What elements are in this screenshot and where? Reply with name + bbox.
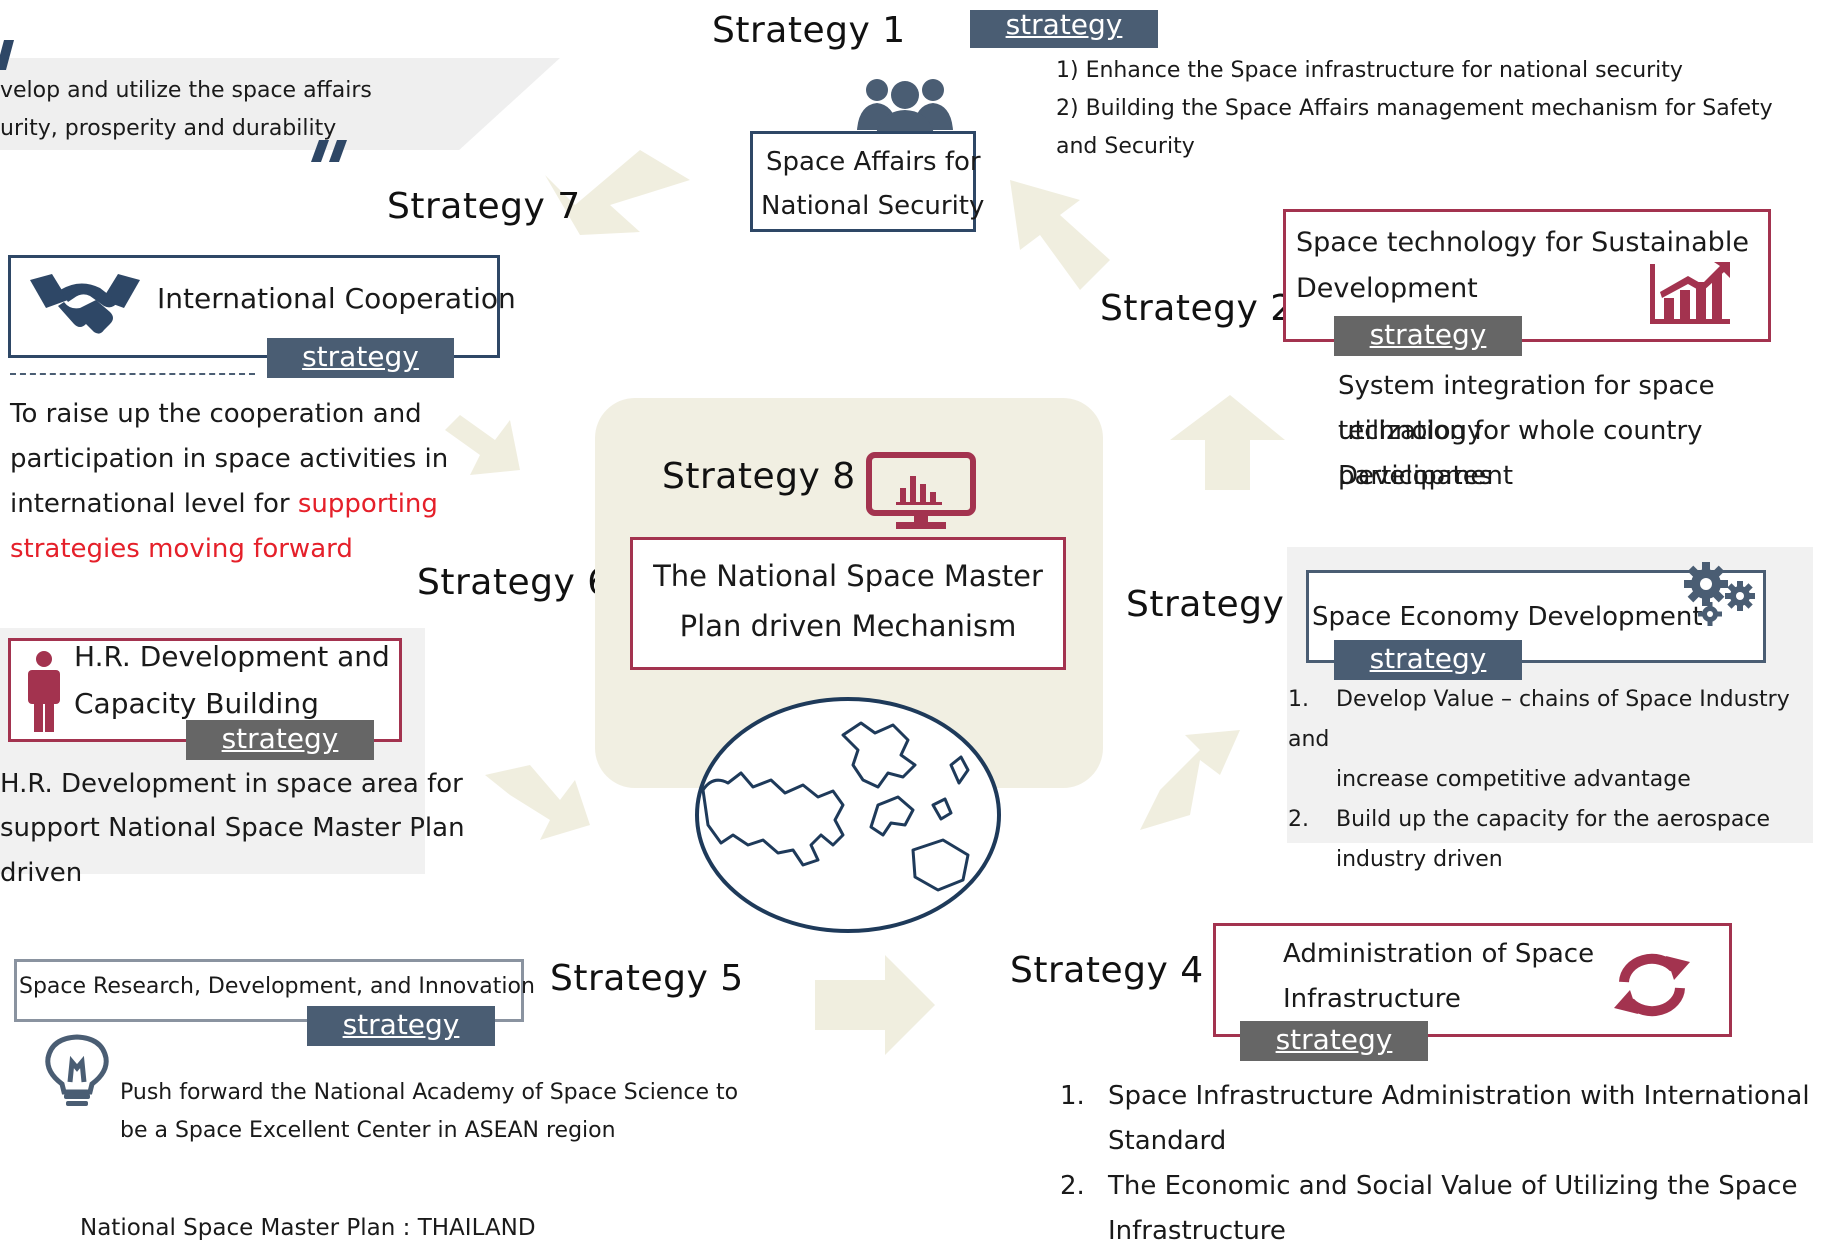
strategy-3-item-2b: industry driven bbox=[1288, 840, 1832, 880]
strategy-3-item-2: 2. Build up the capacity for the aerospac… bbox=[1288, 800, 1832, 840]
person-icon bbox=[28, 651, 60, 732]
strategy-2-title-line1: Space technology for Sustainable bbox=[1296, 227, 1749, 258]
strategy-5-title: Space Research, Development, and Innovat… bbox=[19, 974, 535, 999]
strategy-1-tag[interactable]: strategy bbox=[970, 10, 1158, 48]
strategy-6-desc-line1: H.R. Development in space area for bbox=[0, 769, 463, 799]
strategy-3-label: Strategy 3 bbox=[1126, 584, 1320, 625]
strategy-7-desc-line2: participation in space activities in bbox=[10, 444, 449, 474]
strategy-7-desc-line3a: international level for bbox=[10, 489, 298, 519]
arrow-2 bbox=[1170, 395, 1285, 490]
gears-icon bbox=[1684, 562, 1755, 626]
arrow-6 bbox=[445, 415, 520, 475]
strategy-3-list: 1.Develop Value – chains of Space Indust… bbox=[1288, 680, 1832, 880]
strategy-7-desc-line4: strategies moving forward bbox=[10, 534, 353, 564]
strategy-5-desc-line2: be a Space Excellent Center in ASEAN reg… bbox=[120, 1118, 616, 1143]
strategy-3-item-1-line2: increase competitive advantage bbox=[1336, 767, 1691, 792]
strategy-1-title-line1: Space Affairs for bbox=[766, 147, 981, 177]
strategy-2-desc-line2: utilization for whole country participat… bbox=[1338, 416, 1703, 491]
strategy-4-item-2-line1: The Economic and Social Value of Utilizi… bbox=[1108, 1171, 1798, 1201]
strategy-6-desc-line2: support National Space Master Plan bbox=[0, 813, 465, 843]
strategy-4-label: Strategy 4 bbox=[1010, 950, 1204, 991]
strategy-3-item-1-line1: Develop Value – chains of Space Industry… bbox=[1288, 687, 1790, 752]
strategy-1-item-3: and Security bbox=[1056, 134, 1195, 159]
monitor-chart-icon bbox=[866, 452, 976, 529]
strategy-1-item-1: 1) Enhance the Space infrastructure for … bbox=[1056, 58, 1683, 83]
strategy-2-label: Strategy 2 bbox=[1100, 288, 1294, 329]
quote-banner bbox=[0, 58, 560, 150]
strategy-2-desc-line1: System integration for space technology bbox=[1338, 371, 1715, 446]
strategy-4-item-1-line1: Space Infrastructure Administration with… bbox=[1108, 1081, 1810, 1111]
strategy-8-label: Strategy 8 bbox=[662, 456, 856, 497]
quote-line-2: urity, prosperity and durability bbox=[0, 116, 337, 141]
lightbulb-icon bbox=[45, 1034, 109, 1106]
strategy-2-desc-line3: Development bbox=[1338, 461, 1514, 491]
strategy-3-item-1: 1.Develop Value – chains of Space Indust… bbox=[1288, 680, 1832, 760]
strategy-3-item-1-num: 1. bbox=[1288, 687, 1309, 712]
strategy-6-title-line1: H.R. Development and bbox=[74, 640, 390, 673]
strategy-4-box bbox=[1213, 923, 1732, 1037]
strategy-4-item-2: 2. The Economic and Social Value of Utili… bbox=[1060, 1164, 1810, 1209]
strategy-3-item-2-line1: Build up the capacity for the aerospace bbox=[1336, 807, 1771, 832]
strategy-7-desc-highlight: supporting bbox=[297, 489, 438, 519]
strategy-4-item-2-num: 2. bbox=[1060, 1171, 1085, 1201]
handshake-icon bbox=[30, 274, 140, 334]
strategy-3-tag[interactable]: strategy bbox=[1334, 640, 1522, 680]
strategy-2-tag[interactable]: strategy bbox=[1334, 316, 1522, 356]
strategy-6-desc-line3: driven bbox=[0, 858, 83, 888]
arrow-4 bbox=[815, 955, 935, 1055]
strategy-4-item-2b: Infrastructure bbox=[1060, 1209, 1810, 1254]
strategy-1-item-2: 2) Building the Space Affairs management… bbox=[1056, 96, 1773, 121]
strategy-6-label: Strategy 6 bbox=[417, 562, 611, 603]
strategy-4-item-1-line2: Standard bbox=[1108, 1126, 1227, 1156]
strategy-4-item-1: 1. Space Infrastructure Administration wi… bbox=[1060, 1074, 1810, 1119]
strategy-6-tag[interactable]: strategy bbox=[186, 720, 374, 760]
strategy-1-box bbox=[750, 131, 976, 232]
strategy-7-divider bbox=[10, 373, 255, 375]
strategy-7-label: Strategy 7 bbox=[387, 186, 581, 227]
strategy-1-title-line2: National Security bbox=[761, 191, 985, 221]
strategy-3-item-2-line2: industry driven bbox=[1336, 847, 1503, 872]
strategy-5-desc-line1: Push forward the National Academy of Spa… bbox=[120, 1080, 739, 1105]
strategy-7-tag[interactable]: strategy bbox=[267, 338, 454, 378]
strategy-3-item-1b: increase competitive advantage bbox=[1288, 760, 1832, 800]
strategy-7-title: International Cooperation bbox=[157, 282, 516, 315]
strategy-3-item-2-num: 2. bbox=[1288, 807, 1309, 832]
strategy-4-item-2-line2: Infrastructure bbox=[1108, 1216, 1286, 1246]
strategy-4-list: 1. Space Infrastructure Administration wi… bbox=[1060, 1074, 1810, 1254]
footer-caption: National Space Master Plan : THAILAND bbox=[80, 1215, 536, 1241]
strategy-4-item-1-num: 1. bbox=[1060, 1081, 1085, 1111]
refresh-icon bbox=[1614, 953, 1690, 1017]
strategy-3-title: Space Economy Development bbox=[1312, 602, 1703, 632]
strategy-2-title-line2: Development bbox=[1296, 273, 1478, 304]
quote-line-1: velop and utilize the space affairs bbox=[0, 78, 372, 103]
strategy-4-tag[interactable]: strategy bbox=[1240, 1021, 1428, 1061]
arrow-7 bbox=[545, 150, 690, 235]
strategy-4-title-line1: Administration of Space bbox=[1283, 939, 1595, 969]
arrow-3 bbox=[1140, 730, 1240, 830]
arrow-1 bbox=[1010, 180, 1110, 290]
strategy-7-desc-line1: To raise up the cooperation and bbox=[10, 399, 422, 429]
strategy-7-desc-line3: international level for supporting bbox=[10, 482, 438, 527]
strategy-4-title-line2: Infrastructure bbox=[1283, 984, 1461, 1014]
strategy-8-box bbox=[630, 537, 1066, 670]
globe-icon bbox=[695, 697, 1001, 933]
strategy-1-label: Strategy 1 bbox=[712, 10, 906, 51]
strategy-8-title-line1: The National Space Master bbox=[653, 559, 1043, 593]
strategy-6-title-line2: Capacity Building bbox=[74, 687, 319, 720]
arrow-5a bbox=[485, 765, 590, 840]
strategy-4-item-1b: Standard bbox=[1060, 1119, 1810, 1164]
strategy-5-tag[interactable]: strategy bbox=[307, 1006, 495, 1046]
strategy-8-title-line2: Plan driven Mechanism bbox=[679, 609, 1017, 643]
chart-up-icon bbox=[1650, 262, 1730, 324]
strategy-5-label: Strategy 5 bbox=[550, 958, 744, 999]
